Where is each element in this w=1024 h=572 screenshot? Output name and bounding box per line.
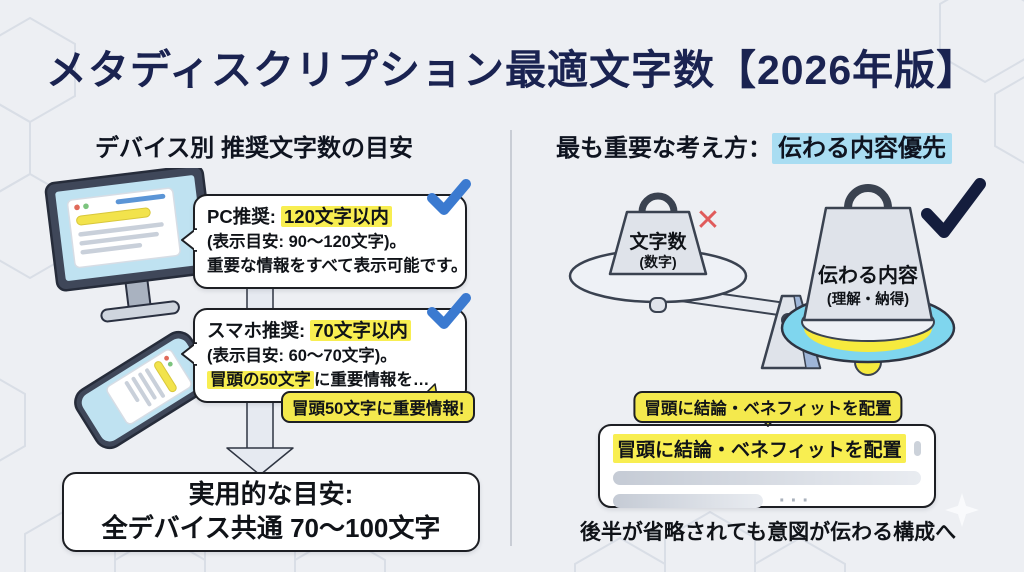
serp-text-bar: [613, 494, 763, 508]
sp-display-range: (表示目安: 60〜70文字)。: [207, 346, 397, 365]
section-divider: [510, 130, 512, 546]
left-pan-stem: [649, 297, 667, 313]
summary-box: 実用的な目安: 全デバイス共通 70〜100文字: [62, 472, 480, 552]
benefit-badge: 冒頭に結論・ベネフィットを配置: [633, 391, 903, 423]
balance-scale-illustration: 文字数 (数字) ✕ 伝わる内容 (理解・納得): [568, 178, 986, 376]
right-section-heading: 最も重要な考え方：伝わる内容優先: [556, 128, 952, 164]
serp-mockup: 冒頭に結論・ベネフィットを配置 ···: [598, 424, 936, 512]
pc-callout: PC推奨: 120文字以内 (表示目安: 90〜120文字)。 重要な情報をすべ…: [181, 179, 471, 289]
phone-dot-green: [167, 361, 173, 367]
pc-label: PC推奨:: [207, 206, 282, 227]
browser-url-bar: [115, 193, 166, 205]
right-heading-prefix: 最も重要な考え方：: [556, 135, 772, 162]
sp-key-point-badge: 冒頭50文字に重要情報!: [281, 391, 476, 423]
page-title: メタディスクリプション最適文字数【2026年版】: [45, 47, 979, 93]
sp-note: 冒頭の50文字に重要情報を…: [207, 369, 453, 393]
callout-tail: [181, 342, 197, 366]
text-line: [80, 242, 143, 255]
left-weight-label: 文字数: [629, 230, 687, 253]
highlighted-snippet-bar: [76, 207, 151, 226]
smartphone-illustration: [74, 330, 214, 450]
check-icon: [921, 178, 986, 238]
serp-row-1: 冒頭に結論・ベネフィットを配置: [613, 434, 921, 463]
phone-highlight-bar: [154, 361, 177, 393]
callout-tail: [181, 228, 197, 252]
text-line: [79, 231, 159, 246]
pc-recommendation-line: PC推奨: 120文字以内: [207, 204, 453, 231]
text-line: [78, 222, 164, 237]
summary-line2: 全デバイス共通 70〜100文字: [101, 513, 441, 543]
browser-dot-green: [83, 203, 89, 210]
right-caption: 後半が省略されても意図が伝わる構成へ: [579, 521, 957, 544]
sp-note-rest: に重要情報を…: [313, 370, 430, 389]
right-heading-highlight: 伝わる内容優先: [772, 133, 952, 164]
text-line: [138, 372, 157, 400]
ellipsis-dots: ···: [779, 490, 814, 512]
left-weight-sublabel: (数字): [639, 254, 676, 270]
browser-dot-red: [74, 204, 80, 211]
cross-icon: ✕: [695, 204, 720, 237]
desktop-monitor-illustration: [44, 168, 216, 323]
serp-text-bar: [613, 471, 921, 485]
right-weight-sublabel: (理解・納得): [827, 290, 909, 308]
check-icon: [427, 179, 471, 215]
text-line: [124, 381, 140, 403]
phone-dot-red: [164, 355, 169, 361]
monitor-base: [100, 300, 180, 323]
right-weight-label: 伝わる内容: [818, 263, 918, 287]
smartphone-callout: スマホ推奨: 70文字以内 (表示目安: 60〜70文字)。 冒頭の50文字に重…: [181, 293, 471, 403]
pc-display-range: (表示目安: 90〜120文字)。: [207, 232, 406, 251]
sp-head50-highlight: 冒頭の50文字: [207, 370, 314, 389]
sp-recommendation-line: スマホ推奨: 70文字以内: [207, 318, 453, 345]
serp-row-3: ···: [613, 490, 921, 512]
sp-limit-highlight: 70文字以内: [310, 320, 411, 341]
left-weight: [608, 210, 708, 276]
serp-pill: [913, 441, 921, 456]
summary-line1: 実用的な目安:: [188, 479, 354, 510]
pc-limit-highlight: 120文字以内: [281, 206, 392, 227]
left-section-heading: デバイス別 推奨文字数の目安: [95, 135, 413, 162]
pc-note: 重要な情報をすべて表示可能です。: [207, 256, 468, 275]
sp-label: スマホ推奨:: [207, 320, 311, 341]
text-line: [145, 368, 165, 398]
right-weight: [802, 206, 934, 322]
text-line: [131, 376, 152, 407]
serp-lead-text: 冒頭に結論・ベネフィットを配置: [613, 434, 906, 463]
check-icon: [427, 293, 471, 329]
